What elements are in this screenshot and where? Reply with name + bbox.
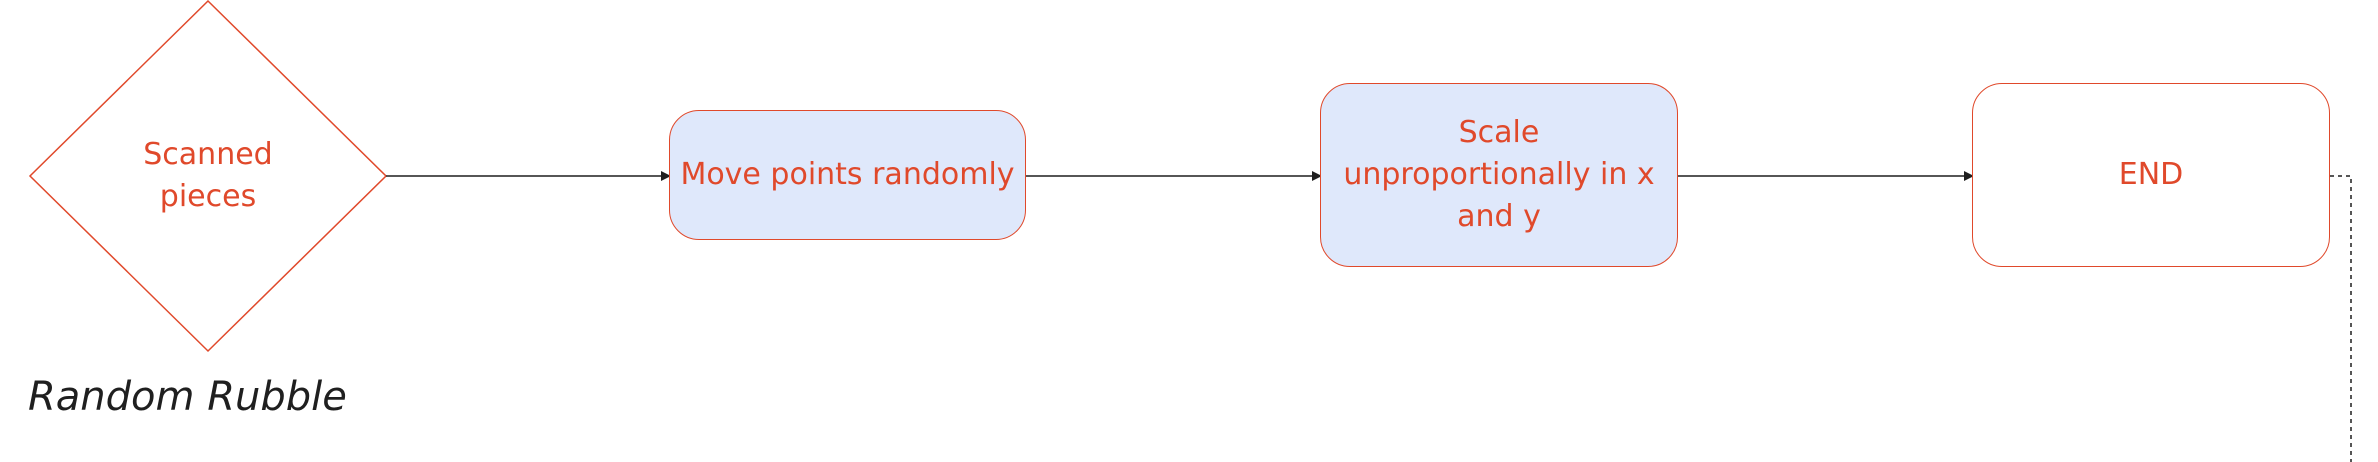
move-points-node[interactable]: Move points randomly [669, 110, 1026, 240]
start-node-label: Scanned pieces [143, 137, 273, 214]
end-label: END [2118, 157, 2184, 192]
decision-diamond[interactable] [28, 0, 388, 353]
end-node[interactable]: END [1972, 83, 2330, 267]
scale-label: Scale unproportionally in x and y [1343, 115, 1655, 234]
connector-end-dashed [2330, 175, 2352, 462]
move-points-label: Move points randomly [680, 157, 1015, 192]
scale-node[interactable]: Scale unproportionally in x and y [1320, 83, 1678, 267]
diagram-caption: Random Rubble [28, 374, 347, 420]
